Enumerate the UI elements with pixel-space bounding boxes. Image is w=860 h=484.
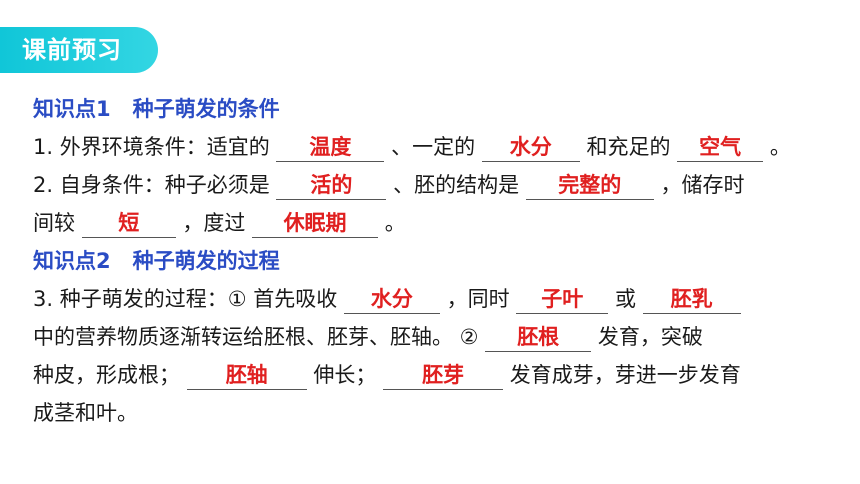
answer-blank-dormancy: 休眠期 xyxy=(252,209,379,238)
answer-blank-hypocotyl: 胚轴 xyxy=(186,361,307,390)
answer-blank-complete: 完整的 xyxy=(525,171,654,200)
answer-blank-short: 短 xyxy=(81,209,176,238)
question-3-continuation-1: 中的营养物质逐渐转运给胚根、胚芽、胚轴。 ② 胚根 发育，突破 xyxy=(33,318,843,356)
knowledge-point-2-title: 种子萌发的过程 xyxy=(132,249,280,273)
text-segment: 1. 外界环境条件：适宜的 xyxy=(33,135,270,159)
answer-blank-alive: 活的 xyxy=(276,171,387,200)
question-3-line: 3. 种子萌发的过程：① 首先吸收 水分 ，同时 子叶 或 胚乳 xyxy=(33,280,843,318)
text-segment: 伸长； xyxy=(313,363,377,387)
answer-text: 水分 xyxy=(370,287,413,311)
knowledge-point-1-title: 种子萌发的条件 xyxy=(132,97,280,121)
answer-text: 空气 xyxy=(699,135,742,159)
text-segment: 发育成芽，芽进一步发育 xyxy=(509,363,741,387)
text-segment: 发育，突破 xyxy=(597,325,703,349)
text-segment: 或 xyxy=(614,287,636,311)
answer-text: 水分 xyxy=(509,135,552,159)
text-segment: 3. 种子萌发的过程：① 首先吸收 xyxy=(33,287,338,311)
knowledge-point-1-heading: 知识点1 种子萌发的条件 xyxy=(33,90,843,128)
answer-text: 胚乳 xyxy=(670,287,713,311)
question-2-line: 2. 自身条件：种子必须是 活的 、胚的结构是 完整的 ，储存时 xyxy=(33,166,843,204)
text-segment: 种皮，形成根； xyxy=(33,363,180,387)
text-segment: 和充足的 xyxy=(586,135,671,159)
answer-blank-endosperm: 胚乳 xyxy=(642,285,741,314)
text-segment: 中的营养物质逐渐转运给胚根、胚芽、胚轴。 ② xyxy=(33,325,479,349)
text-segment: 。 xyxy=(769,135,791,159)
question-3-continuation-3: 成茎和叶。 xyxy=(33,394,843,432)
answer-text: 胚根 xyxy=(517,325,560,349)
answer-text: 温度 xyxy=(309,135,352,159)
knowledge-point-2-number: 知识点2 xyxy=(33,249,111,273)
text-segment: 、一定的 xyxy=(391,135,476,159)
knowledge-point-1-number: 知识点1 xyxy=(33,97,111,121)
text-segment: 、胚的结构是 xyxy=(393,173,520,197)
question-2-continuation: 间较 短 ，度过 休眠期 。 xyxy=(33,204,843,242)
answer-text: 胚芽 xyxy=(422,363,465,387)
answer-blank-plumule: 胚芽 xyxy=(383,361,504,390)
worksheet-content: 知识点1 种子萌发的条件 1. 外界环境条件：适宜的 温度 、一定的 水分 和充足… xyxy=(33,90,843,432)
answer-text: 子叶 xyxy=(541,287,584,311)
question-3-continuation-2: 种皮，形成根； 胚轴 伸长； 胚芽 发育成芽，芽进一步发育 xyxy=(33,356,843,394)
question-1-line: 1. 外界环境条件：适宜的 温度 、一定的 水分 和充足的 空气 。 xyxy=(33,128,843,166)
answer-blank-radicle: 胚根 xyxy=(485,323,592,352)
answer-text: 完整的 xyxy=(558,173,622,197)
text-segment: 成茎和叶。 xyxy=(33,401,138,425)
answer-text: 短 xyxy=(118,211,140,235)
text-segment: 2. 自身条件：种子必须是 xyxy=(33,173,270,197)
answer-text: 休眠期 xyxy=(283,211,347,235)
text-segment: ，储存时 xyxy=(660,173,745,197)
text-segment: ，度过 xyxy=(182,211,246,235)
text-segment: 间较 xyxy=(33,211,75,235)
answer-blank-cotyledon: 子叶 xyxy=(516,285,609,314)
section-tag: 课前预习 xyxy=(0,27,158,73)
answer-blank-water: 水分 xyxy=(481,133,580,162)
text-segment: ，同时 xyxy=(446,287,510,311)
answer-text: 活的 xyxy=(310,173,353,197)
knowledge-point-2-heading: 知识点2 种子萌发的过程 xyxy=(33,242,843,280)
answer-text: 胚轴 xyxy=(225,363,268,387)
text-segment: 。 xyxy=(384,211,406,235)
answer-blank-air: 空气 xyxy=(677,133,764,162)
answer-blank-temperature: 温度 xyxy=(276,133,385,162)
answer-blank-water-absorb: 水分 xyxy=(343,285,440,314)
